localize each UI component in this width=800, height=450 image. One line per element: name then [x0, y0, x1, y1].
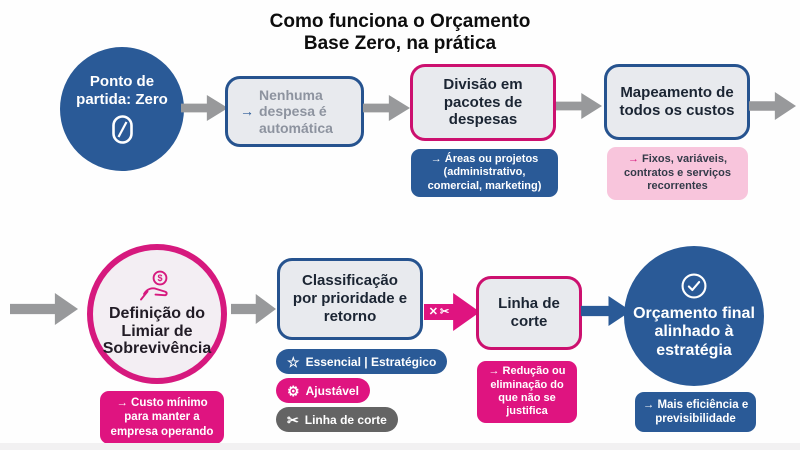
scissors-small-icon: ✂ [440, 305, 450, 318]
division-note: → Áreas ou projetos (administrativo, com… [411, 149, 558, 197]
title-line-1: Como funciona o Orçamento [269, 11, 531, 32]
survival-circle: $ Definição do Limiar de Sobrevivência [87, 244, 227, 384]
page-title: Como funciona o Orçamento Base Zero, na … [0, 11, 800, 56]
check-circle-icon [680, 272, 708, 300]
step-cut-line: Linha de corte [476, 276, 582, 350]
badge-essential-strategic-label: Essencial | Estratégico [305, 354, 437, 369]
final-circle: Orçamento final alinhado à estratégia [624, 246, 764, 386]
star-icon: ☆ [287, 353, 300, 370]
hand-coin-icon: $ [137, 270, 177, 302]
badge-cut-line: ✂ Linha de corte [276, 407, 398, 432]
mapping-note: → Fixos, variáveis, contratos e serviços… [607, 147, 748, 200]
survival-note-text: → Custo mínimo para manter a empresa ope… [110, 397, 214, 438]
title-line-2: Base Zero, na prática [303, 33, 497, 55]
step-classification: Classificação por prioridade e retorno [277, 258, 423, 340]
step-no-auto-expense: → Nenhuma despesa é automática [225, 76, 364, 147]
cut-arrow-symbols: ✕ ✂ [423, 304, 455, 320]
survival-note: → Custo mínimo para manter a empresa ope… [100, 391, 224, 444]
zero-slash-icon [111, 114, 134, 145]
badge-adjustable: ⚙ Ajustável [276, 378, 370, 403]
step-cut-line-title: Linha de corte [498, 295, 560, 330]
badge-adjustable-label: Ajustável [305, 383, 359, 398]
step-division-title: Divisão em pacotes de despesas [443, 75, 523, 129]
flow-arrow-1 [181, 95, 228, 121]
final-circle-label: Orçamento final alinhado à estratégia [633, 304, 755, 359]
badge-cut-line-label: Linha de corte [304, 412, 387, 427]
step-arrow-glyph: → [240, 103, 254, 120]
cut-line-note: → Redução ou eliminação do que não se ju… [477, 361, 577, 423]
step-mapping-title: Mapeamento de todos os custos [619, 84, 735, 119]
svg-text:$: $ [157, 273, 162, 283]
cut-line-note-text: → Redução ou eliminação do que não se ju… [488, 365, 566, 418]
mapping-note-arrow: → [627, 153, 639, 166]
division-note-text: → Áreas ou projetos (administrativo, com… [427, 152, 542, 192]
mapping-note-text: Fixos, variáveis, contratos e serviços r… [624, 153, 731, 193]
start-circle: Ponto de partida: Zero [60, 47, 184, 171]
survival-circle-label: Definição do Limiar de Sobrevivência [102, 304, 212, 358]
flow-arrow-4 [749, 92, 796, 120]
scissors-icon: ✂ [287, 411, 299, 428]
flow-arrow-6 [231, 294, 276, 324]
gear-icon: ⚙ [287, 382, 300, 399]
badge-essential-strategic: ☆ Essencial | Estratégico [276, 349, 448, 374]
bottom-divider [0, 443, 800, 450]
flow-arrow-5 [10, 293, 78, 325]
flow-arrow-2 [363, 95, 410, 121]
mapping-note-content: → Fixos, variáveis, contratos e serviços… [612, 153, 743, 193]
step-mapping: Mapeamento de todos os custos [604, 64, 750, 140]
step-division: Divisão em pacotes de despesas [410, 64, 556, 141]
flow-arrow-3 [556, 93, 602, 119]
start-circle-label: Ponto de partida: Zero [76, 73, 168, 108]
final-note: → Mais eficiência e previsibilidade [635, 392, 756, 432]
step-no-auto-expense-text: Nenhuma despesa é automática [259, 86, 333, 136]
x-icon: ✕ [428, 305, 438, 318]
step-classification-title: Classificação por prioridade e retorno [292, 272, 408, 325]
final-note-text: → Mais eficiência e previsibilidade [642, 398, 749, 425]
